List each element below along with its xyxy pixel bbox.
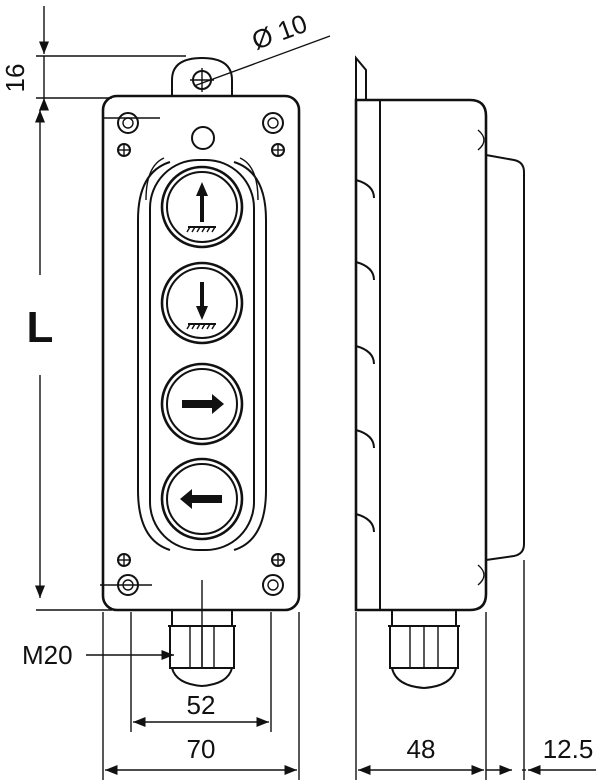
front-view — [101, 56, 301, 688]
button-down[interactable] — [160, 261, 244, 345]
label-length: L — [27, 303, 54, 352]
dimension-offset: 12.5 — [486, 560, 596, 780]
corner-screw-top-right — [262, 112, 284, 134]
arrow-down-hoist-icon — [186, 282, 216, 330]
arrow-up-hoist-icon — [186, 182, 216, 233]
corner-screw-top-left — [117, 112, 139, 134]
label-height-tab: 16 — [0, 64, 30, 93]
button-track-inner — [149, 159, 255, 551]
cross-screw-bottom-left — [117, 553, 131, 567]
arrow-left-icon — [180, 489, 222, 509]
label-outer-width: 70 — [187, 734, 216, 764]
button-guard-right — [233, 161, 267, 551]
label-offset: 12.5 — [543, 734, 594, 764]
label-cable-gland: M20 — [22, 640, 73, 670]
dimension-16: 16 — [0, 6, 186, 111]
indicator-lamp — [191, 126, 215, 150]
dimension-depth: 48 — [355, 612, 487, 780]
side-cable-gland — [388, 610, 460, 690]
cross-screw-top-left — [117, 143, 131, 157]
dimension-inner-width: 52 — [130, 612, 272, 732]
cross-screw-top-right — [271, 143, 285, 157]
side-rear-cover — [485, 154, 525, 561]
side-view — [354, 55, 525, 690]
button-up[interactable] — [160, 165, 244, 249]
button-left[interactable] — [160, 457, 244, 541]
corner-screw-bottom-right — [262, 574, 284, 596]
button-guard-left — [137, 161, 171, 551]
label-hole-diameter: Ø 10 — [248, 8, 311, 55]
enclosure-body — [101, 94, 301, 612]
side-tab — [355, 55, 367, 101]
dimension-hole-diameter: Ø 10 — [193, 8, 331, 87]
side-ridges — [355, 179, 375, 533]
dimension-length: L — [27, 110, 160, 611]
arrow-right-icon — [182, 394, 224, 414]
side-body — [354, 98, 488, 612]
label-depth: 48 — [407, 734, 436, 764]
button-right[interactable] — [160, 362, 244, 446]
cross-screw-bottom-right — [271, 553, 285, 567]
dimension-cable-gland: M20 — [22, 640, 174, 670]
dimension-outer-width: 70 — [102, 612, 300, 780]
label-inner-width: 52 — [187, 690, 216, 720]
